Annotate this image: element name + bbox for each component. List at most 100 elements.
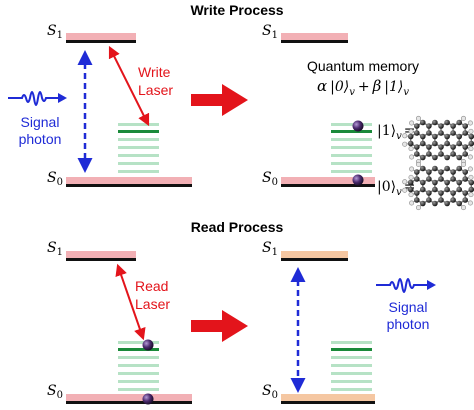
read-signal-photon-wave [376, 278, 427, 293]
read-laser-arrow [115, 263, 146, 341]
molecule-carbon-atom [456, 154, 463, 161]
molecule-carbon-atom [444, 165, 450, 172]
read-transition-arrow [191, 310, 248, 342]
molecule-hydrogen-atom [415, 115, 421, 121]
write-right-s1-level [281, 40, 348, 43]
molecule-carbon-atom [438, 197, 444, 203]
molecule-hydrogen-atom [402, 187, 408, 193]
molecule-structure-icon [402, 161, 474, 211]
read-s0-label: S0 [47, 383, 63, 401]
read-s1-band [66, 251, 136, 258]
quantum-memory-label: Quantum memory [307, 58, 419, 74]
molecule-carbon-atom [414, 176, 420, 182]
molecule-carbon-atom [426, 123, 432, 129]
read-vibrational-levels [118, 341, 159, 391]
read-right-vibrational-levels [331, 341, 372, 391]
write-right-vibrational-levels [331, 123, 372, 173]
molecule-carbon-atom [426, 130, 432, 136]
molecule-hydrogen-atom [461, 161, 467, 167]
molecule-carbon-atom [444, 133, 450, 140]
molecule-carbon-atom [420, 200, 426, 207]
molecule-hydrogen-atom [409, 154, 415, 160]
molecule-carbon-atom [438, 151, 444, 157]
write-process-title: Write Process [190, 2, 283, 18]
molecule-hydrogen-atom [415, 205, 421, 211]
molecule-hydrogen-atom [408, 128, 414, 134]
write-laser-arrow [108, 45, 150, 127]
quantum-memory-state: α|0⟩v+β|1⟩v [317, 77, 409, 98]
molecule-carbon-atom [438, 123, 444, 129]
molecule-carbon-atom [450, 144, 456, 150]
molecule-carbon-atom [414, 144, 420, 150]
molecule-carbon-atom [420, 119, 426, 126]
write-signal-photon-wave [8, 91, 58, 106]
molecule-hydrogen-atom [468, 192, 474, 198]
molecule-hydrogen-atom [402, 179, 408, 185]
molecule-carbon-atom [407, 179, 414, 186]
write-s1-band [66, 33, 136, 40]
read-s0-level [66, 401, 192, 404]
write-transition-arrow [191, 84, 248, 116]
molecule-hydrogen-atom [402, 133, 408, 139]
read-right-s0-band [281, 394, 375, 401]
molecule-carbon-atom [414, 197, 420, 203]
molecule-carbon-atom [426, 169, 432, 175]
write-s0-band [66, 177, 192, 184]
write-right-s1-label: S1 [262, 23, 278, 41]
molecule-carbon-atom [444, 179, 450, 186]
read-right-s1-level [281, 258, 348, 261]
molecule-carbon-atom [462, 169, 469, 175]
molecule-carbon-atom [407, 133, 414, 140]
molecule-carbon-atom [414, 190, 420, 196]
molecule-carbon-atom [414, 123, 420, 129]
molecule-carbon-atom [420, 133, 426, 140]
molecule-carbon-atom [468, 140, 474, 147]
molecule-hydrogen-atom [408, 192, 414, 198]
molecule-carbon-atom [450, 169, 456, 175]
molecule-hydrogen-atom [467, 120, 473, 126]
molecule-carbon-atom [444, 154, 450, 161]
molecule-carbon-atom [426, 197, 432, 203]
write-signal-photon-arrowhead [58, 93, 67, 103]
read-right-s0-label: S0 [262, 383, 278, 401]
write-s1-level [66, 40, 136, 43]
molecule-carbon-atom [450, 151, 456, 157]
molecule-carbon-atom [462, 144, 469, 150]
molecule-carbon-atom [432, 165, 438, 172]
molecule-hydrogen-atom [408, 174, 414, 180]
molecule-carbon-atom [432, 200, 438, 207]
write-right-s0-band [281, 177, 375, 184]
write-photon-label-line1: Signal [21, 114, 60, 130]
molecule-carbon-atom [432, 186, 438, 193]
read-process-title: Read Process [191, 219, 284, 235]
molecule-carbon-atom [450, 197, 456, 203]
molecule-hydrogen-atom [461, 115, 467, 121]
write-s0-level [66, 184, 192, 187]
molecule-carbon-atom [438, 190, 444, 196]
molecule-carbon-atom [444, 119, 450, 126]
molecule-carbon-atom [407, 140, 414, 147]
molecule-carbon-atom [468, 186, 474, 193]
molecule-carbon-atom [456, 140, 463, 147]
molecule-carbon-atom [462, 197, 469, 203]
molecule-carbon-atom [420, 165, 426, 172]
read-laser-label-line1: Read [135, 278, 168, 294]
write-vibrational-levels [118, 123, 159, 173]
molecule-hydrogen-atom [467, 166, 473, 172]
write-right-s0-label: S0 [262, 170, 278, 188]
molecule-carbon-atom [426, 151, 432, 157]
molecule-carbon-atom [420, 186, 426, 193]
read-phonon-ball-lower [142, 393, 154, 405]
read-right-s1-band [281, 251, 348, 258]
molecule-carbon-atom [468, 133, 474, 140]
molecule-hydrogen-atom [467, 154, 473, 160]
molecule-carbon-atom [450, 130, 456, 136]
molecule-carbon-atom [456, 186, 463, 193]
molecule-carbon-atom [468, 179, 474, 186]
read-s1-label: S1 [47, 240, 63, 258]
write-photon-label-line2: photon [19, 131, 62, 147]
molecule-carbon-atom [414, 130, 420, 136]
write-s0-label: S0 [47, 170, 63, 188]
read-s0-band [66, 394, 192, 401]
molecule-carbon-atom [438, 130, 444, 136]
